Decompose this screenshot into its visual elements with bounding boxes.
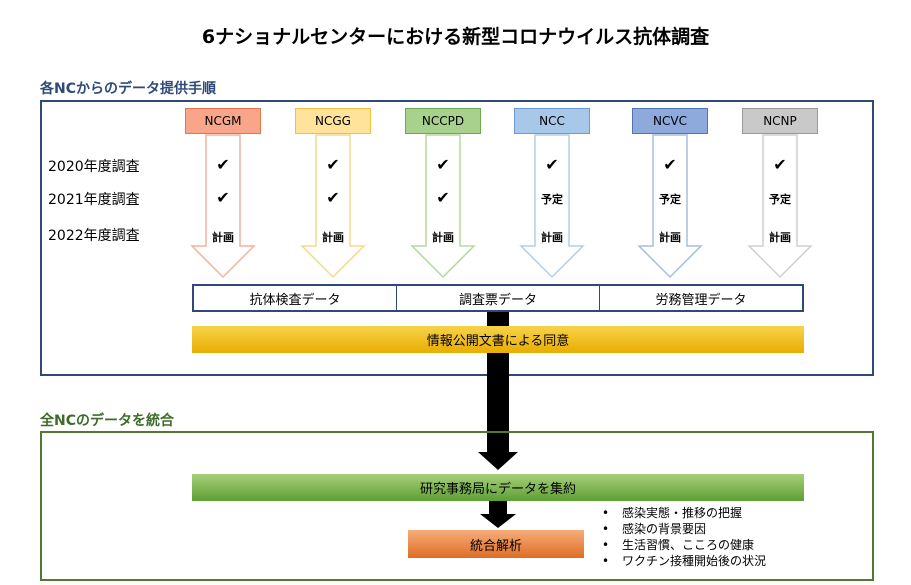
data-type-antibody: 抗体検査データ <box>249 292 341 308</box>
status-ncgm-2022: 計画 <box>212 231 234 244</box>
status-nccpd-2021: ✔ <box>436 188 450 207</box>
center-box-ncnp: NCNP <box>742 108 818 134</box>
section-label-integration: 全NCのデータを統合 <box>40 413 174 429</box>
status-ncc-2022: 計画 <box>541 231 563 244</box>
status-ncnp-2022: 計画 <box>769 231 791 244</box>
analysis-down-arrow <box>480 501 516 528</box>
status-ncgg-2022: 計画 <box>322 231 344 244</box>
status-ncnp-2020: ✔ <box>773 155 787 174</box>
status-nccpd-2020: ✔ <box>436 155 450 174</box>
flow-arrow-ncgm <box>190 134 256 279</box>
aggregate-bar: 研究事務局にデータを集約 <box>192 474 804 501</box>
provision-frame <box>40 100 874 376</box>
center-box-ncc: NCC <box>514 108 590 134</box>
center-box-ncvc: NCVC <box>632 108 708 134</box>
row-label-2020: 2020年度調査 <box>48 159 140 175</box>
list-item: 感染実態・推移の把握 <box>602 505 766 521</box>
list-item: 感染の背景要因 <box>602 521 766 537</box>
row-label-2022: 2022年度調査 <box>48 228 140 244</box>
status-nccpd-2022: 計画 <box>432 231 454 244</box>
data-type-labor: 労務管理データ <box>599 286 802 310</box>
center-box-ncgm: NCGM <box>185 108 261 134</box>
data-types-bar: 抗体検査データ 調査票データ 労務管理データ <box>192 284 804 312</box>
status-ncnp-2021: 予定 <box>769 193 791 206</box>
status-ncgg-2020: ✔ <box>326 155 340 174</box>
status-ncvc-2021: 予定 <box>659 193 681 206</box>
consent-bar: 情報公開文書による同意 <box>192 326 804 353</box>
flow-arrow-ncvc <box>637 134 703 279</box>
status-ncgg-2021: ✔ <box>326 188 340 207</box>
analysis-list: 感染実態・推移の把握 感染の背景要因 生活習慣、こころの健康 ワクチン接種開始後… <box>602 505 766 569</box>
flow-arrow-ncnp <box>747 134 813 279</box>
status-ncc-2021: 予定 <box>541 193 563 206</box>
data-type-questionnaire: 調査票データ <box>396 286 599 310</box>
page-title: 6ナショナルセンターにおける新型コロナウイルス抗体調査 <box>201 26 710 48</box>
status-ncc-2020: ✔ <box>545 155 559 174</box>
status-ncgm-2021: ✔ <box>216 188 230 207</box>
status-ncvc-2020: ✔ <box>663 155 677 174</box>
flow-arrow-nccpd <box>410 134 476 279</box>
status-ncvc-2022: 計画 <box>659 231 681 244</box>
analysis-box: 統合解析 <box>408 530 584 558</box>
row-label-2021: 2021年度調査 <box>48 192 140 208</box>
integration-frame <box>40 431 874 581</box>
flow-arrow-ncgg <box>300 134 366 279</box>
center-box-ncgg: NCGG <box>295 108 371 134</box>
list-item: ワクチン接種開始後の状況 <box>602 553 766 569</box>
status-ncgm-2020: ✔ <box>216 155 230 174</box>
list-item: 生活習慣、こころの健康 <box>602 537 766 553</box>
center-box-nccpd: NCCPD <box>405 108 481 134</box>
section-label-provision: 各NCからのデータ提供手順 <box>40 81 216 97</box>
flow-arrow-ncc <box>519 134 585 279</box>
